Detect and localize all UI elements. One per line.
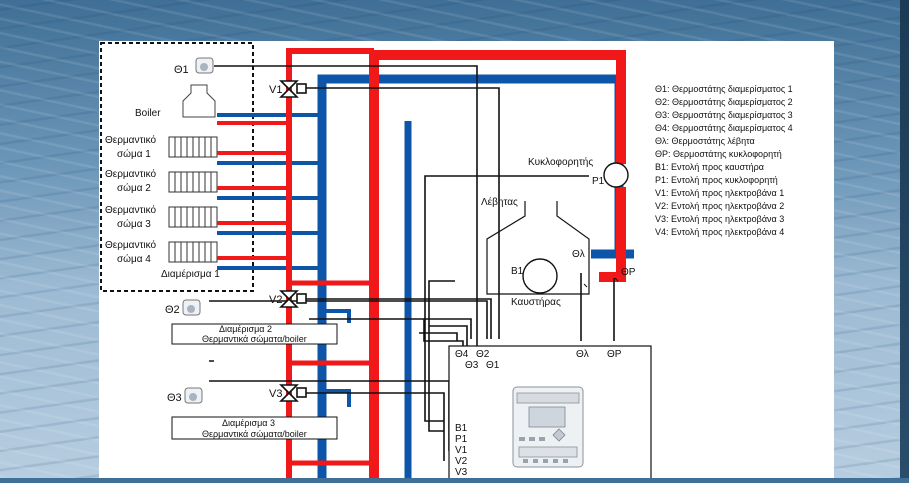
apartment-3-title: Διαμέρισμα 3 [222, 418, 275, 428]
zone-label: Διαμέρισμα 1 [161, 268, 220, 280]
controller-output-p1: P1 [455, 434, 468, 445]
burner-b1-label: B1 [511, 266, 524, 277]
apartment-1-zone [100, 42, 254, 292]
radiator-4-label-a: Θερμαντικό [105, 239, 157, 251]
valve-2-icon [279, 290, 307, 308]
legend-item-8: P1: Εντολή προς κυκλοφορητή [655, 175, 778, 185]
window-edge [900, 0, 909, 478]
controller-input-th2: Θ2 [476, 349, 490, 360]
radiator-3-icon [168, 206, 218, 228]
legend-item-12: V4: Εντολή προς ηλεκτροβάνα 4 [655, 227, 784, 237]
plc-device-icon [512, 386, 584, 468]
thermostat-2-icon [182, 299, 201, 316]
legend-item-6: ΘΡ: Θερμοστάτης κυκλοφορητή [655, 149, 782, 159]
radiator-1-label-b: σώμα 1 [117, 148, 151, 160]
legend-item-11: V3: Εντολή προς ηλεκτροβάνα 3 [655, 214, 784, 224]
apartment-2-subtitle: Θερμαντικά σώματα/boiler [202, 334, 307, 344]
pump-sensor-icon [614, 277, 619, 282]
boiler-tank-icon [182, 84, 216, 118]
hot-pipes [217, 48, 626, 481]
radiator-4-icon [168, 241, 218, 263]
burner-label: Καυστήρας [511, 296, 561, 308]
boiler-label: Boiler [135, 108, 161, 119]
heater-outline [486, 201, 590, 295]
apartment-2-box: Διαμέρισμα 2 Θερμαντικά σώματα/boiler [171, 323, 338, 345]
thermostat-3-label: Θ3 [167, 392, 182, 404]
radiator-2-icon [168, 171, 218, 193]
legend: Θ1: Θερμοστάτης διαμερίσματος 1 Θ2: Θερμ… [655, 84, 793, 237]
legend-item-5: Θλ: Θερμοστάτης λέβητα [655, 136, 755, 146]
radiator-2-label-a: Θερμαντικό [105, 168, 157, 180]
boiler-sensor-icon [583, 283, 588, 288]
burner-icon [522, 258, 558, 294]
controller-input-th4: Θ4 [455, 349, 469, 360]
thermostat-2-label: Θ2 [165, 304, 180, 316]
diagram-svg: Διαμέρισμα 1 Boiler Θερμαντικό σώμα 1 Θε… [100, 42, 793, 483]
radiator-4-label-b: σώμα 4 [117, 253, 151, 265]
legend-item-3: Θ3: Θερμοστάτης διαμερίσματος 3 [655, 110, 793, 120]
radiator-3-label-b: σώμα 3 [117, 218, 151, 230]
controller-input-thl: Θλ [576, 349, 589, 360]
legend-item-4: Θ4: Θερμοστάτης διαμερίσματος 4 [655, 123, 793, 133]
boiler-thermostat-label: Θλ [572, 249, 585, 260]
thermostat-3-icon [184, 387, 203, 404]
valve-3-icon [279, 384, 307, 402]
thermostat-1-label: Θ1 [174, 64, 189, 76]
heater-title: Λέβητας [481, 196, 518, 208]
legend-item-10: V2: Εντολή προς ηλεκτροβάνα 2 [655, 201, 784, 211]
radiator-1-label-a: Θερμαντικό [105, 134, 157, 146]
apartment-3-box: Διαμέρισμα 3 Θερμαντικά σώματα/boiler [171, 416, 338, 440]
radiator-3-label-a: Θερμαντικό [105, 204, 157, 216]
controller-output-v3: V3 [455, 467, 468, 478]
controller-input-thp: ΘΡ [607, 349, 622, 360]
controller-output-v1: V1 [455, 445, 468, 456]
controller-input-th3: Θ3 [465, 360, 479, 371]
legend-item-1: Θ1: Θερμοστάτης διαμερίσματος 1 [655, 84, 793, 94]
pump-label: P1 [592, 176, 605, 187]
pump-thermostat-label: ΘΡ [621, 267, 636, 278]
apartment-3-subtitle: Θερμαντικά σώματα/boiler [202, 429, 307, 439]
legend-item-7: Β1: Εντολή προς καυστήρα [655, 162, 764, 172]
thermostat-1-icon [195, 57, 214, 74]
apartment-2-title: Διαμέρισμα 2 [219, 324, 272, 334]
radiator-2-label-b: σώμα 2 [117, 182, 151, 194]
valve-1-icon [279, 80, 307, 98]
legend-item-2: Θ2: Θερμοστάτης διαμερίσματος 2 [655, 97, 793, 107]
heating-diagram: Διαμέρισμα 1 Boiler Θερμαντικό σώμα 1 Θε… [99, 41, 834, 483]
valve-3-label: V3 [269, 388, 282, 400]
valve-2-label: V2 [269, 294, 282, 306]
pump-title: Κυκλοφορητής [528, 156, 593, 168]
valve-1-label: V1 [269, 84, 282, 96]
controller-output-b1: B1 [455, 423, 468, 434]
pump-icon [603, 162, 629, 188]
legend-item-9: V1: Εντολή προς ηλεκτροβάνα 1 [655, 188, 784, 198]
radiator-1-icon [168, 136, 218, 158]
controller-output-v2: V2 [455, 456, 468, 467]
controller-input-th1: Θ1 [486, 360, 500, 371]
